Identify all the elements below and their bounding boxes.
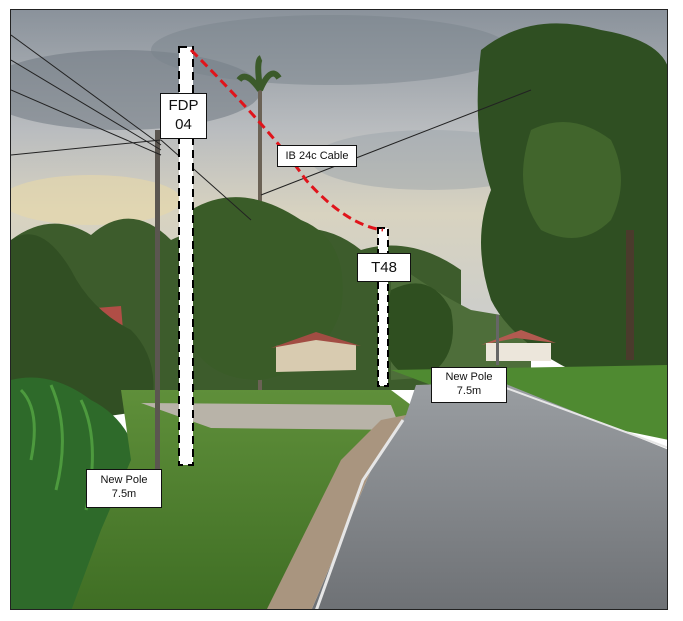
new-pole-right-line1: New Pole — [445, 371, 493, 383]
photo-frame: FDP 04 IB 24c Cable T48 New Pole 7.5m Ne… — [10, 9, 668, 610]
fdp-label-line2: 04 — [175, 115, 192, 133]
new-pole-left-line1: New Pole — [100, 474, 148, 486]
t48-label-text: T48 — [371, 259, 397, 276]
new-pole-left-line2: 7.5m — [111, 487, 137, 500]
new-pole-left — [178, 46, 194, 466]
t48-label: T48 — [357, 253, 411, 282]
cable-label-text: IB 24c Cable — [285, 150, 349, 162]
roadside-photo — [11, 10, 667, 609]
new-pole-right-line2: 7.5m — [456, 384, 482, 397]
fdp-label-line1: FDP — [168, 97, 199, 114]
cable-label: IB 24c Cable — [277, 145, 357, 167]
new-pole-right-label: New Pole 7.5m — [431, 367, 507, 403]
new-pole-right — [377, 227, 389, 387]
cable-line — [189, 48, 384, 232]
fdp-label: FDP 04 — [160, 93, 207, 139]
new-pole-left-label: New Pole 7.5m — [86, 469, 162, 508]
